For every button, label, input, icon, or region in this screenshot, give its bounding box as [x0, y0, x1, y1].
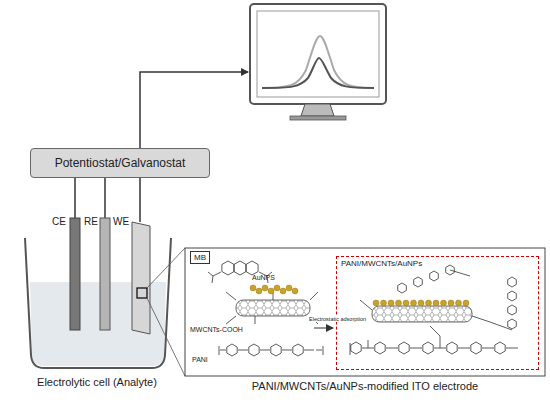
signal-line: [140, 72, 248, 148]
gold-nanoparticles: [250, 285, 469, 306]
electrode-label: WE: [113, 216, 129, 228]
component-label: AuNPS: [252, 274, 275, 282]
electrode-label: CE: [52, 216, 66, 228]
instrument-box: Potentiostat/Galvanostat: [30, 148, 210, 178]
wires: [75, 178, 140, 222]
node-text: PANI/MWCNTs/AuNPs: [341, 259, 534, 268]
monitor: [250, 4, 386, 120]
inset-frame: [185, 248, 545, 376]
chemical-structures: [208, 261, 518, 356]
component-label: MWCNTs-COOH: [190, 326, 243, 334]
electrolytic-cell: [25, 218, 185, 376]
compound-tag: MB: [190, 251, 210, 264]
node-text: MB: [194, 253, 206, 262]
inset-caption: PANI/MWCNTs/AuNPs-modified ITO electrode: [252, 380, 478, 393]
node-text: Potentiostat/Galvanostat: [55, 156, 186, 170]
component-label: PANI: [192, 356, 208, 364]
composite-region: PANI/MWCNTs/AuNPs: [336, 256, 539, 370]
electrode-label: RE: [84, 216, 98, 228]
cell-label: Electrolytic cell (Analyte): [32, 376, 162, 389]
process-label: Electrostatic adsorption: [309, 316, 366, 322]
